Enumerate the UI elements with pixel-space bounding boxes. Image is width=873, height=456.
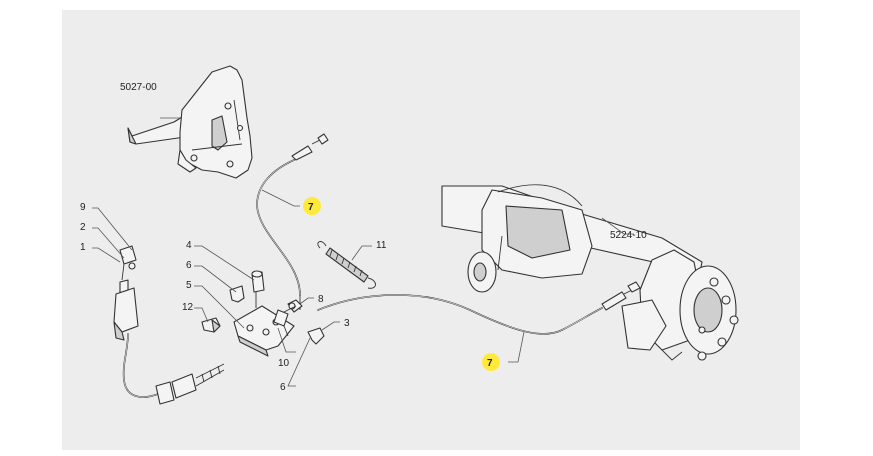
parts-diagram: 5027-00 5224-10 9 2 1 4 6 5 12 10 6 8 3 … xyxy=(80,65,739,405)
brake-cable-front[interactable] xyxy=(256,133,329,310)
callout-8: 8 xyxy=(318,294,324,305)
cable-end-fitting-4[interactable] xyxy=(251,270,265,308)
callout-6-upper: 6 xyxy=(186,260,192,271)
clip-6-upper[interactable] xyxy=(229,285,245,303)
return-spring[interactable] xyxy=(317,241,376,289)
callout-7-upper[interactable]: 7 xyxy=(308,202,314,213)
parking-brake-lever-assembly[interactable] xyxy=(127,65,253,179)
callout-9: 9 xyxy=(80,202,86,213)
leader-lines xyxy=(92,117,634,387)
callout-11: 11 xyxy=(376,240,387,251)
parts-diagram-canvas: 5027-00 5224-10 9 2 1 4 6 5 12 10 6 8 3 … xyxy=(62,10,800,450)
cable-clip-12[interactable] xyxy=(201,317,221,333)
ref-label-5224-10: 5224-10 xyxy=(610,230,647,241)
callout-10: 10 xyxy=(278,358,290,369)
callout-7-lower[interactable]: 7 xyxy=(487,358,493,369)
callout-6-lower: 6 xyxy=(280,382,286,393)
handbrake-rod-assembly[interactable] xyxy=(113,245,225,405)
callout-5: 5 xyxy=(186,280,192,291)
ref-label-5027-00: 5027-00 xyxy=(120,82,157,93)
highlight-marker-7-upper[interactable] xyxy=(303,197,321,215)
callout-2: 2 xyxy=(80,222,86,233)
rear-axle-assembly[interactable] xyxy=(441,184,739,361)
brake-cable-rear[interactable] xyxy=(317,281,641,335)
adjuster-nut-8[interactable] xyxy=(283,299,303,313)
callout-1: 1 xyxy=(80,242,86,253)
highlight-marker-7-lower[interactable] xyxy=(482,353,500,371)
clip-3[interactable] xyxy=(307,327,325,345)
callout-3: 3 xyxy=(344,318,350,329)
pin-10[interactable] xyxy=(273,309,289,337)
callout-12: 12 xyxy=(182,302,194,313)
callout-4: 4 xyxy=(186,240,192,251)
